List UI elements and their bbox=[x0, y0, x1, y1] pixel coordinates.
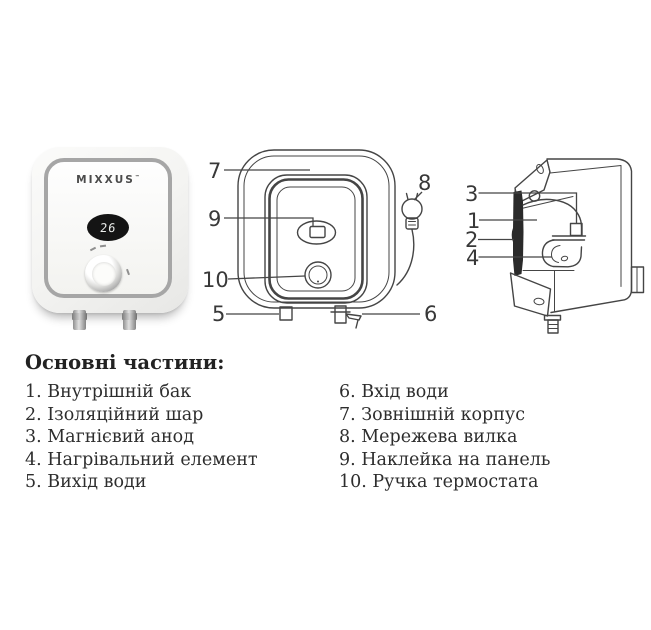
inner-tank-outline bbox=[522, 198, 583, 237]
knob-pointer-dot bbox=[317, 280, 319, 283]
callout-number-9: 9 bbox=[208, 207, 221, 231]
callout-number-3: 3 bbox=[465, 182, 478, 206]
callout-number-10: 10 bbox=[202, 268, 229, 292]
heating-element-inner-curve bbox=[550, 245, 561, 263]
side-view-diagram: 3 1 2 4 bbox=[440, 140, 651, 340]
front-view-diagram: 7 9 10 5 8 6 bbox=[200, 140, 445, 355]
callout-number-2: 2 bbox=[465, 228, 478, 252]
legend-item-2: 2. Ізоляційний шар bbox=[25, 404, 204, 425]
legend-item-8: 8. Мережева вилка bbox=[339, 427, 518, 448]
legend-item-6: 6. Вхід води bbox=[339, 382, 449, 402]
product-photo: MIXXUS™ 26 bbox=[32, 147, 188, 333]
element-mount-hole bbox=[560, 255, 569, 262]
legend-item-5: 5. Вихід води bbox=[25, 472, 147, 493]
water-inlet-pipe bbox=[122, 310, 137, 330]
heating-element-flange bbox=[551, 235, 587, 241]
panel-sticker-oval bbox=[296, 220, 337, 245]
callout-line-8 bbox=[413, 191, 423, 201]
bottom-pipe bbox=[547, 319, 559, 334]
pipe-nut bbox=[122, 313, 137, 320]
panel-border bbox=[268, 178, 364, 300]
front-view-svg: 7 9 10 5 8 6 bbox=[202, 149, 437, 329]
callout-number-7: 7 bbox=[208, 159, 221, 183]
heater-body: MIXXUS™ 26 bbox=[32, 147, 188, 313]
water-outlet-stub bbox=[279, 306, 293, 321]
valve-lever-tip bbox=[355, 319, 359, 329]
callout-number-8: 8 bbox=[418, 171, 431, 195]
callout-line-9 bbox=[224, 217, 314, 226]
knob-outline bbox=[304, 261, 332, 289]
legend-item-3: 3. Магнієвий анод bbox=[25, 427, 194, 448]
power-plug-head bbox=[401, 198, 423, 220]
legend-item-4: 4. Нагрівальний елемент bbox=[25, 449, 258, 470]
water-outlet-pipe bbox=[72, 310, 87, 330]
outer-casing-inner-line bbox=[243, 155, 390, 303]
heating-element bbox=[541, 239, 583, 268]
insulation-bulge bbox=[511, 226, 520, 244]
side-body-outline bbox=[546, 158, 633, 314]
callout-number-6: 6 bbox=[424, 302, 437, 326]
brand-text: MIXXUS bbox=[76, 174, 135, 186]
legend-column-right: 6. Вхід води 7. Зовнішній корпус 8. Мере… bbox=[339, 381, 639, 494]
side-body-depth-lines bbox=[549, 165, 622, 287]
side-view-svg: 3 1 2 4 bbox=[465, 158, 645, 334]
valve-lever bbox=[345, 313, 362, 321]
panel-outline bbox=[264, 174, 368, 304]
legend-item-1: 1. Внутрішній бак bbox=[25, 382, 192, 402]
mounting-bracket-bottom bbox=[509, 272, 552, 317]
panel-face bbox=[276, 186, 356, 292]
temperature-value: 26 bbox=[99, 220, 117, 235]
bottom-pipe-ridges bbox=[547, 324, 559, 329]
temperature-display: 26 bbox=[87, 214, 129, 241]
outer-casing bbox=[237, 149, 396, 309]
legend-item-9: 9. Наклейка на панель bbox=[339, 449, 551, 470]
power-cable bbox=[396, 228, 415, 286]
brand-logo: MIXXUS™ bbox=[48, 174, 168, 186]
plug-body-lines bbox=[408, 221, 416, 226]
callout-line-10 bbox=[227, 275, 306, 280]
panel-sticker-window bbox=[309, 225, 326, 239]
legend-item-10: 10. Ручка термостата bbox=[339, 472, 539, 493]
legend-column-left: 1. Внутрішній бак 2. Ізоляційний шар 3. … bbox=[25, 381, 335, 494]
bracket-top-slot bbox=[536, 163, 544, 175]
trademark-icon: ™ bbox=[134, 174, 140, 181]
tank-bottom-lines bbox=[522, 270, 575, 312]
knob-inner-outline bbox=[308, 265, 328, 285]
callout-number-4: 4 bbox=[466, 246, 479, 270]
magnesium-anode bbox=[569, 222, 583, 237]
legend-title: Основні частини: bbox=[25, 351, 225, 374]
callout-number-1: 1 bbox=[467, 209, 480, 233]
bracket-bottom-slot bbox=[533, 297, 545, 306]
callout-number-5: 5 bbox=[212, 302, 225, 326]
callout-line-3 bbox=[478, 192, 578, 223]
thermostat-knob-cap bbox=[91, 261, 116, 286]
thermostat-knob bbox=[85, 255, 122, 292]
legend-item-7: 7. Зовнішній корпус bbox=[339, 404, 526, 425]
pipe-nut bbox=[72, 313, 87, 320]
